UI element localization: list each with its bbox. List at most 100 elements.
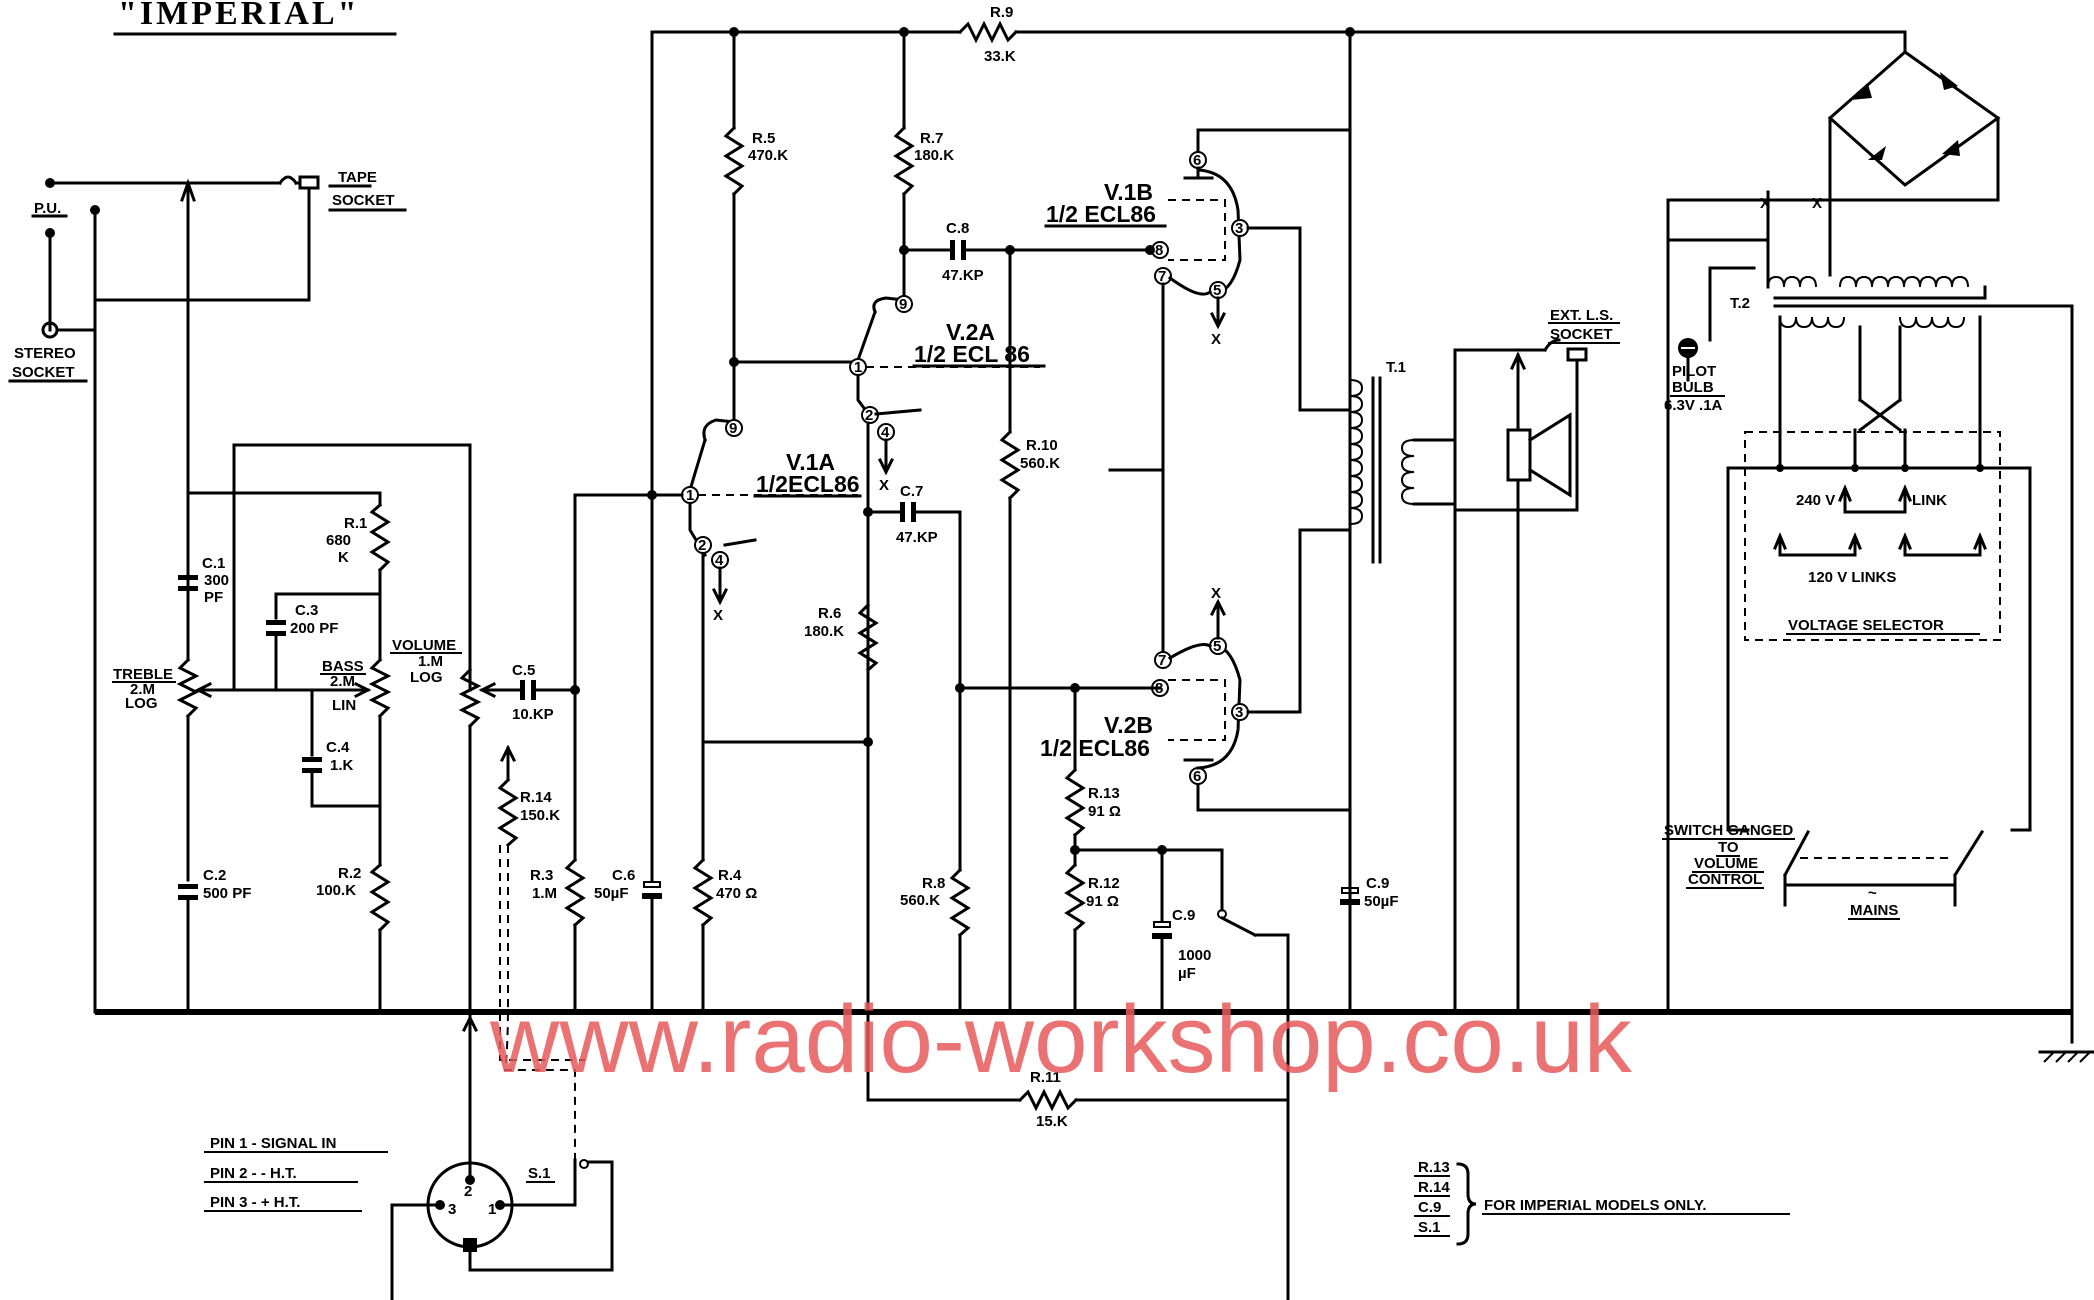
resistor-r4: R.4 470 Ω <box>692 740 757 1014</box>
svg-text:LINK: LINK <box>1912 492 1947 509</box>
svg-text:1.K: 1.K <box>330 757 354 774</box>
svg-text:SWITCH GANGED: SWITCH GANGED <box>1664 822 1793 839</box>
svg-text:180.K: 180.K <box>914 147 954 164</box>
svg-text:C.7: C.7 <box>900 483 923 500</box>
pin-9-v2a <box>895 295 913 313</box>
svg-text:47.KP: 47.KP <box>896 529 938 546</box>
svg-text:3: 3 <box>448 1201 456 1218</box>
svg-text:C.9: C.9 <box>1418 1199 1441 1216</box>
svg-text:1000: 1000 <box>1178 947 1211 964</box>
capacitor-c6: C.6 50µF <box>594 30 662 1014</box>
svg-text:LOG: LOG <box>125 695 158 712</box>
watermark: www.radio-workshop.co.uk <box>489 986 1633 1093</box>
svg-text:R.4: R.4 <box>718 867 742 884</box>
svg-text:C.1: C.1 <box>202 555 225 572</box>
resistor-r7: R.7 180.K <box>893 30 954 300</box>
svg-text:240 V: 240 V <box>1796 492 1835 509</box>
svg-text:R.2: R.2 <box>338 865 361 882</box>
svg-text:1/2 ECL 86: 1/2 ECL 86 <box>914 341 1030 367</box>
svg-text:R.5: R.5 <box>752 130 775 147</box>
svg-text:TO: TO <box>1718 839 1739 856</box>
svg-text:200 PF: 200 PF <box>290 620 338 637</box>
svg-text:470.K: 470.K <box>748 147 788 164</box>
pin-9-v1a <box>725 419 743 437</box>
svg-text:TREBLE: TREBLE <box>113 666 173 683</box>
svg-text:4: 4 <box>881 424 890 441</box>
svg-text:R.1: R.1 <box>344 515 367 532</box>
svg-text:CONTROL: CONTROL <box>1688 871 1762 888</box>
svg-text:C.9: C.9 <box>1366 875 1389 892</box>
svg-text:R.12: R.12 <box>1088 875 1120 892</box>
valve-v1a: 9 1 2 4 X V.1A 1/2ECL86 <box>681 418 862 624</box>
svg-text:9: 9 <box>729 420 737 437</box>
input-section: TAPE SOCKET P.U. STEREO SOCKET <box>8 169 407 1014</box>
pilot-bulb-icon <box>1678 338 1698 358</box>
svg-text:PIN 2 - - H.T.: PIN 2 - - H.T. <box>210 1165 297 1182</box>
svg-text:150.K: 150.K <box>520 807 560 824</box>
svg-text:LOG: LOG <box>410 669 443 686</box>
capacitor-c9-50uf: C.9 50µF <box>1340 875 1399 910</box>
svg-text:2: 2 <box>698 537 706 554</box>
treble-potentiometer[interactable]: TREBLE 2.M LOG <box>112 657 236 882</box>
svg-text:X: X <box>713 607 723 624</box>
bass-potentiometer[interactable]: BASS 2.M LIN <box>232 657 392 867</box>
output-transformer-t1: T.1 EXT. L.S. SOCKET <box>1349 307 1620 1014</box>
svg-text:1.M: 1.M <box>532 885 557 902</box>
svg-text:91 Ω: 91 Ω <box>1086 893 1119 910</box>
volume-section: VOLUME 1.M LOG C.5 10.KP R.14 150.K <box>390 637 585 1160</box>
capacitor-c5: C.5 10.KP <box>512 662 580 723</box>
resistor-r6: R.6 180.K <box>804 602 879 673</box>
svg-text:µF: µF <box>1178 965 1196 982</box>
pu-label: P.U. <box>34 200 61 217</box>
svg-text:50µF: 50µF <box>1364 893 1399 910</box>
resistor-r9: R.9 33.K <box>957 4 1019 65</box>
svg-text:LIN: LIN <box>332 697 356 714</box>
svg-text:9: 9 <box>899 296 907 313</box>
svg-text:R.9: R.9 <box>990 4 1013 21</box>
capacitor-c7: C.7 47.KP <box>896 483 962 690</box>
svg-text:T.1: T.1 <box>1386 359 1406 376</box>
svg-text:180.K: 180.K <box>804 623 844 640</box>
svg-text:33.K: 33.K <box>984 48 1016 65</box>
svg-text:R.8: R.8 <box>922 875 945 892</box>
svg-text:~: ~ <box>1868 885 1877 902</box>
svg-text:SOCKET: SOCKET <box>12 364 75 381</box>
svg-text:X: X <box>879 477 889 494</box>
schematic-title: "IMPERIAL" <box>118 0 360 32</box>
mains-switch[interactable] <box>1782 829 1985 907</box>
svg-text:2.M: 2.M <box>330 673 355 690</box>
svg-text:PF: PF <box>204 589 223 606</box>
stereo-socket-label: STEREO <box>14 345 76 362</box>
svg-text:560.K: 560.K <box>900 892 940 909</box>
ext-ls-socket-icon <box>1566 347 1588 362</box>
svg-text:300: 300 <box>204 572 229 589</box>
svg-text:T.2: T.2 <box>1730 295 1750 312</box>
svg-text:R.3: R.3 <box>530 867 553 884</box>
svg-text:1/2ECL86: 1/2ECL86 <box>756 471 860 497</box>
svg-text:PILOT: PILOT <box>1672 363 1716 380</box>
s1-socket: 2 3 1 S.1 <box>390 1010 614 1300</box>
svg-text:470 Ω: 470 Ω <box>716 885 757 902</box>
svg-text:2.M: 2.M <box>130 681 155 698</box>
svg-text:V.1B: V.1B <box>1104 179 1153 205</box>
svg-text:100.K: 100.K <box>316 882 356 899</box>
svg-text:5: 5 <box>1213 282 1221 299</box>
resistor-r1: R.1 680 K <box>326 491 391 662</box>
svg-text:VOLUME: VOLUME <box>392 637 456 654</box>
svg-text:S.1: S.1 <box>1418 1219 1441 1236</box>
ht-rail: R.9 33.K <box>650 4 1907 1014</box>
resistor-r3: R.3 1.M <box>530 493 586 1014</box>
volume-potentiometer[interactable]: VOLUME 1.M LOG <box>390 637 522 1014</box>
svg-text:C.6: C.6 <box>612 867 635 884</box>
svg-text:R.14: R.14 <box>520 789 552 806</box>
resistor-r2: R.2 100.K <box>316 862 391 1014</box>
tape-socket-icon <box>298 175 320 190</box>
resistor-r10: R.10 560.K <box>999 245 1060 1014</box>
svg-text:7: 7 <box>1158 652 1166 669</box>
svg-text:R.14: R.14 <box>1418 1179 1450 1196</box>
svg-text:X: X <box>1812 195 1822 212</box>
svg-text:PIN 3 - + H.T.: PIN 3 - + H.T. <box>210 1194 300 1211</box>
svg-text:R.6: R.6 <box>818 605 841 622</box>
power-supply: X X T.2 240 <box>1662 30 2074 1014</box>
